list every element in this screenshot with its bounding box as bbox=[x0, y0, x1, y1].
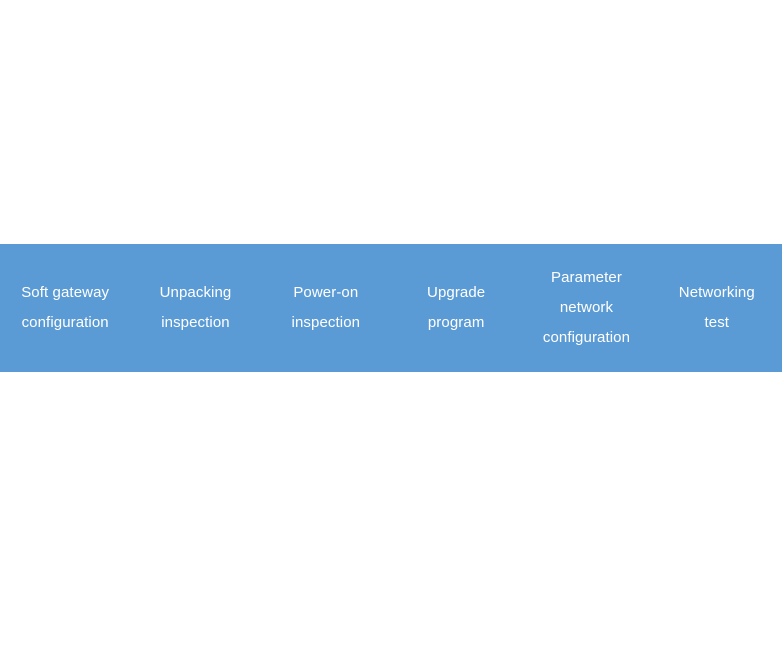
step-label-line: network bbox=[559, 299, 614, 316]
step-upgrade-program[interactable]: Upgrade program bbox=[391, 244, 521, 372]
step-label-line: inspection bbox=[291, 314, 361, 331]
step-label-line: Power-on bbox=[293, 284, 359, 301]
step-label-line: test bbox=[704, 314, 730, 331]
step-parameter-network-configuration[interactable]: Parameter network configuration bbox=[521, 244, 651, 372]
step-label: Soft gateway configuration bbox=[21, 278, 109, 338]
process-steps-band: Soft gateway configuration Unpacking ins… bbox=[0, 244, 782, 372]
step-label-line: Soft gateway bbox=[21, 284, 110, 301]
step-networking-test[interactable]: Networking test bbox=[652, 244, 782, 372]
step-label-line: Networking bbox=[678, 284, 755, 301]
step-label: Networking test bbox=[679, 278, 755, 338]
step-label: Power-on inspection bbox=[292, 278, 361, 338]
step-unpacking-inspection[interactable]: Unpacking inspection bbox=[130, 244, 260, 372]
step-label-line: inspection bbox=[161, 314, 230, 331]
step-label: Upgrade program bbox=[427, 278, 485, 338]
step-label-line: configuration bbox=[542, 329, 631, 346]
step-label: Unpacking inspection bbox=[160, 278, 232, 338]
step-label-line: Unpacking bbox=[159, 284, 232, 301]
step-label-line: Upgrade bbox=[427, 284, 486, 301]
step-label-line: configuration bbox=[21, 314, 109, 331]
step-soft-gateway-configuration[interactable]: Soft gateway configuration bbox=[0, 244, 130, 372]
step-label-line: program bbox=[427, 314, 485, 331]
step-label: Parameter network configuration bbox=[543, 263, 630, 353]
step-power-on-inspection[interactable]: Power-on inspection bbox=[261, 244, 391, 372]
step-label-line: Parameter bbox=[551, 269, 622, 286]
